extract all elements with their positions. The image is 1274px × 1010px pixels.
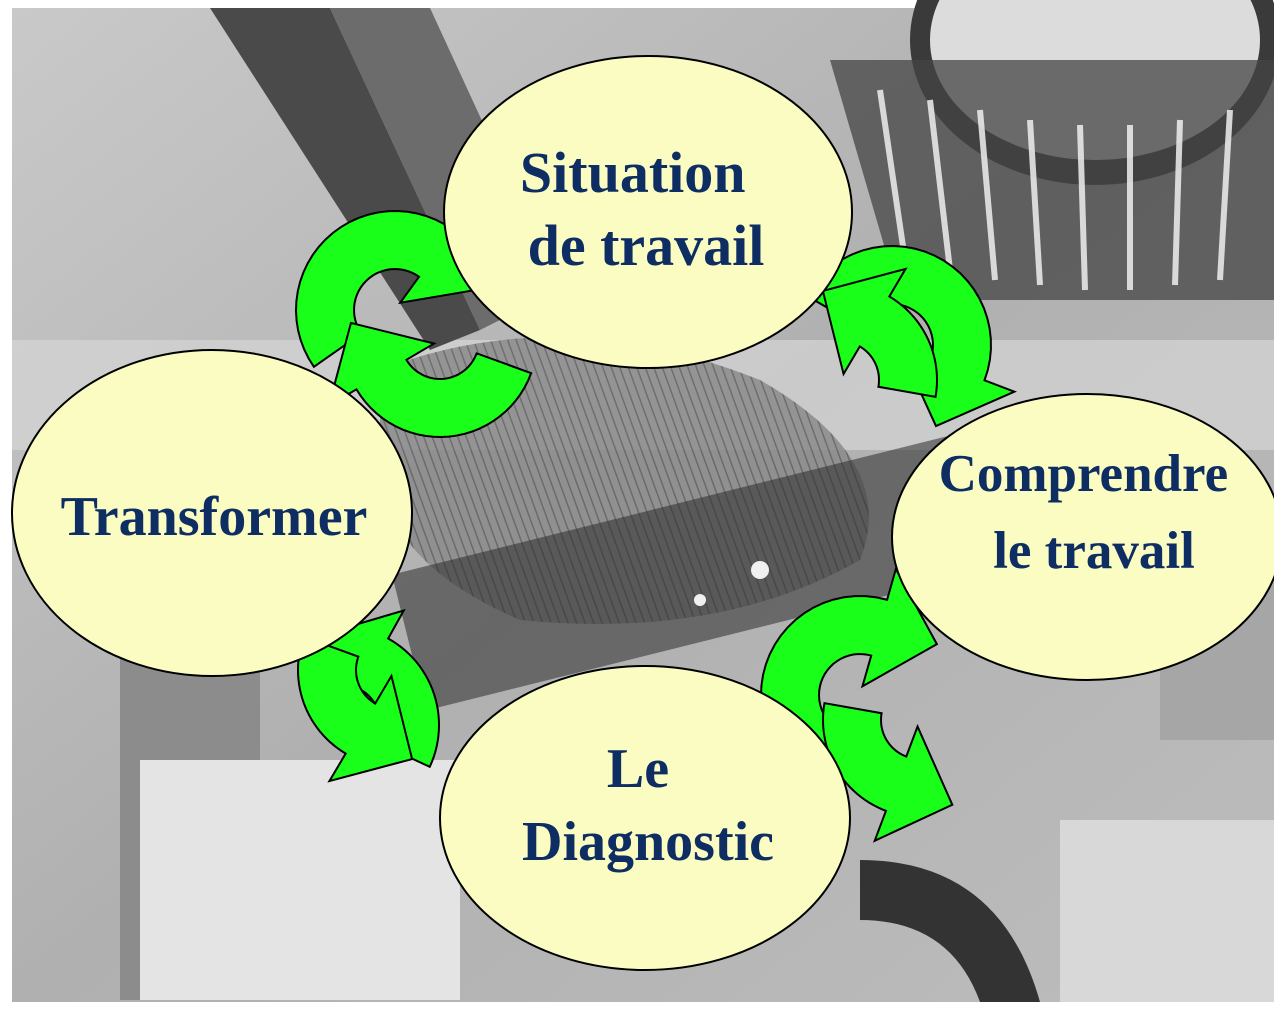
node-comprendre-line-1: Comprendre [939,445,1229,503]
node-transformer-line-1: Transformer [61,486,368,548]
node-situation-line-1: Situation [520,140,746,205]
svg-text:Le Diagnostic: Le Diagnostic [522,738,774,873]
svg-text:Situation de travail: Situation de travail [520,140,764,278]
node-diagnostic-line-2: Diagnostic [522,811,774,873]
node-comprendre-line-2: le travail [993,522,1195,580]
arrow-transformer-to-situation [295,201,486,369]
node-comprendre-le-travail: Comprendre le travail [891,393,1274,681]
arrow-comprendre-to-situation [821,267,939,399]
node-le-diagnostic: Le Diagnostic [439,665,851,971]
node-diagnostic-line-1: Le [607,738,669,800]
node-situation-de-travail: Situation de travail [443,55,853,369]
svg-text:Transformer: Transformer [61,486,368,548]
arrow-transformer-to-diagnostic [296,635,414,783]
arrow-situation-to-transformer [327,321,533,438]
node-situation-line-2: de travail [528,213,765,278]
svg-text:Comprendre le travail: Comprendre le travail [939,445,1242,580]
node-transformer: Transformer [11,349,413,677]
